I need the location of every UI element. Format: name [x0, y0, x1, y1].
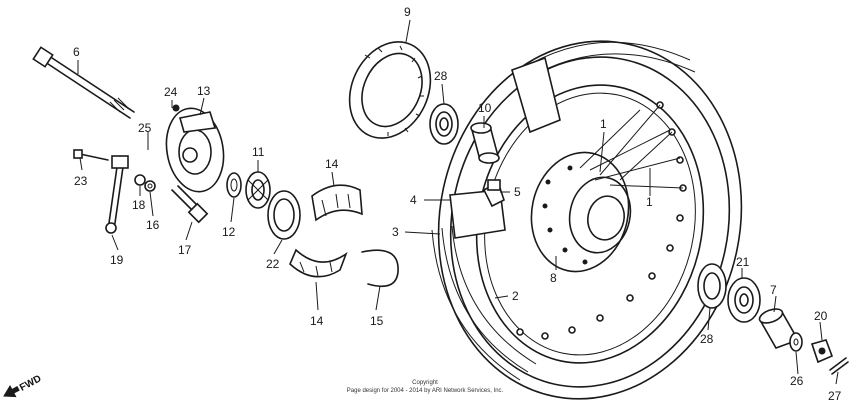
seal-9 — [348, 41, 432, 139]
label-7: 7 — [770, 283, 777, 297]
collar-10 — [470, 122, 500, 164]
brake-panel — [165, 104, 225, 193]
label-27: 27 — [828, 389, 842, 403]
label-5: 5 — [514, 185, 521, 199]
label-8: 8 — [550, 271, 557, 285]
label-11: 11 — [252, 145, 265, 159]
pin-27 — [829, 357, 849, 375]
tube-valve — [482, 179, 505, 208]
bolt-23 — [73, 149, 109, 161]
label-12: 12 — [222, 225, 236, 239]
bearing-28-top — [429, 103, 459, 145]
label-25: 25 — [138, 121, 152, 135]
label-20: 20 — [814, 309, 828, 323]
washer-26 — [789, 332, 803, 352]
label-2: 2 — [512, 289, 519, 303]
label-14-top: 14 — [325, 157, 339, 171]
axle-bolt — [32, 46, 135, 119]
brake-spring — [361, 249, 399, 288]
brake-shoe-bottom — [289, 248, 348, 278]
label-16: 16 — [146, 218, 160, 232]
collar-7 — [758, 308, 800, 349]
label-26: 26 — [790, 374, 804, 388]
label-28-right: 28 — [700, 332, 714, 346]
copyright-line-2: Page design for 2004 - 2014 by ARI Netwo… — [347, 388, 504, 394]
label-6: 6 — [73, 45, 80, 59]
label-18: 18 — [132, 198, 146, 212]
label-17: 17 — [178, 243, 192, 257]
label-28-top: 28 — [434, 69, 448, 83]
part-labels: 6 24 13 25 23 18 16 17 19 11 12 22 14 14… — [73, 5, 842, 403]
bearing-21 — [727, 277, 761, 323]
label-3: 3 — [392, 225, 399, 239]
cam-17 — [171, 185, 209, 224]
wheel-hub — [530, 104, 684, 273]
label-15: 15 — [370, 314, 384, 328]
label-14-bottom: 14 — [310, 314, 324, 328]
label-23: 23 — [74, 174, 88, 188]
label-10: 10 — [478, 101, 492, 115]
label-1-a: 1 — [600, 117, 607, 131]
bearing-28-right — [697, 263, 727, 309]
label-22: 22 — [266, 257, 280, 271]
label-9: 9 — [404, 5, 411, 19]
label-4: 4 — [410, 193, 417, 207]
rim — [516, 101, 687, 340]
brake-shoe-top — [311, 184, 363, 222]
label-1-b: 1 — [646, 195, 653, 209]
seal-22 — [267, 190, 301, 240]
leader-lines — [77, 19, 839, 385]
label-19: 19 — [110, 253, 124, 267]
label-21: 21 — [736, 255, 750, 269]
copyright: Copyright Page design for 2004 - 2014 by… — [347, 380, 504, 394]
label-24: 24 — [164, 85, 178, 99]
fwd-arrow-icon — [3, 384, 20, 398]
brake-arm — [105, 155, 129, 234]
fwd-indicator: FWD — [3, 373, 43, 398]
label-13: 13 — [197, 84, 211, 98]
fwd-label: FWD — [18, 373, 43, 393]
nut-20 — [810, 339, 834, 364]
copyright-line-1: Copyright — [412, 380, 438, 386]
seal-12 — [226, 172, 242, 198]
bearing-11 — [245, 171, 271, 209]
washer-18 — [134, 174, 156, 192]
